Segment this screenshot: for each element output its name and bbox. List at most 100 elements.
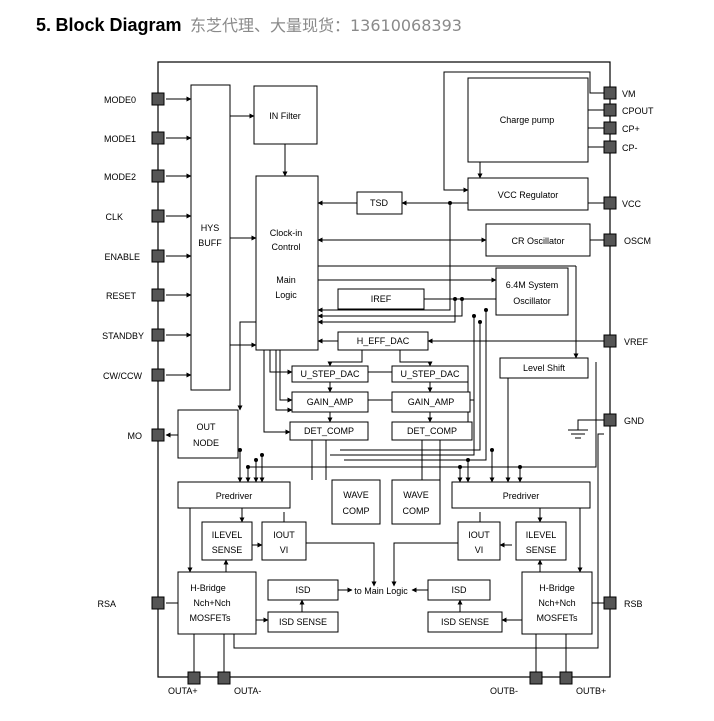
pin-oscm-label: OSCM bbox=[624, 236, 651, 246]
ilevel-sense-b-block: ILEVEL SENSE bbox=[515, 521, 567, 561]
svg-text:ISD SENSE: ISD SENSE bbox=[279, 617, 327, 627]
svg-text:VI: VI bbox=[475, 545, 484, 555]
pin-vcc bbox=[603, 196, 617, 210]
pin-vref-label: VREF bbox=[624, 337, 649, 347]
svg-text:Level Shift: Level Shift bbox=[523, 363, 566, 373]
iout-vi-a-block: IOUT VI bbox=[261, 521, 307, 561]
svg-text:Nch+Nch: Nch+Nch bbox=[193, 598, 230, 608]
gain-amp-b-block: GAIN_AMP bbox=[391, 391, 471, 413]
section-number: 5. bbox=[36, 15, 52, 35]
isd-sense-b-block: ISD SENSE bbox=[427, 611, 503, 633]
pin-outaplus-label: OUTA+ bbox=[168, 686, 198, 696]
pin-outbminus bbox=[529, 671, 543, 685]
iref-block: IREF bbox=[337, 288, 425, 310]
pin-outaminus bbox=[217, 671, 231, 685]
svg-text:IREF: IREF bbox=[371, 294, 392, 304]
isd-sense-a-block: ISD SENSE bbox=[267, 611, 339, 633]
svg-text:H-Bridge: H-Bridge bbox=[539, 583, 575, 593]
svg-text:SENSE: SENSE bbox=[212, 545, 243, 555]
hys-buff-block: HYS BUFF bbox=[190, 84, 231, 391]
pin-mode2-label: MODE2 bbox=[104, 172, 136, 182]
predriver-b-block: Predriver bbox=[451, 481, 591, 509]
svg-text:SENSE: SENSE bbox=[526, 545, 557, 555]
pin-vm bbox=[603, 86, 617, 100]
svg-text:ILEVEL: ILEVEL bbox=[212, 530, 243, 540]
svg-text:Main: Main bbox=[276, 275, 296, 285]
pin-rsa bbox=[151, 596, 165, 610]
clock-control-block: Clock-in Control Main Logic bbox=[255, 175, 319, 351]
cr-oscillator-block: CR Oscillator bbox=[485, 223, 591, 257]
pin-cwccw-label: CW/CCW bbox=[103, 371, 142, 381]
pin-cpplus bbox=[603, 121, 617, 135]
pin-gnd-label: GND bbox=[624, 416, 645, 426]
out-node-block: OUT NODE bbox=[177, 409, 239, 459]
svg-text:ISD SENSE: ISD SENSE bbox=[441, 617, 489, 627]
right-pins: VM CPOUT CP+ CP- VCC OSCM VREF GND RSB bbox=[603, 86, 654, 610]
svg-text:HYS: HYS bbox=[201, 223, 220, 233]
pin-mo bbox=[151, 428, 165, 442]
pin-oscm bbox=[603, 233, 617, 247]
svg-text:WAVE: WAVE bbox=[403, 490, 429, 500]
svg-text:IOUT: IOUT bbox=[273, 530, 295, 540]
junctions bbox=[238, 201, 522, 469]
svg-text:GAIN_AMP: GAIN_AMP bbox=[408, 397, 455, 407]
pin-mode2 bbox=[151, 169, 165, 183]
level-shift-block: Level Shift bbox=[499, 357, 589, 379]
pin-cwccw bbox=[151, 368, 165, 382]
svg-text:6.4M System: 6.4M System bbox=[506, 280, 559, 290]
wave-comp-a-block: WAVE COMP bbox=[331, 479, 381, 525]
svg-text:IN Filter: IN Filter bbox=[269, 111, 301, 121]
pin-mode1-label: MODE1 bbox=[104, 134, 136, 144]
pin-cpminus bbox=[603, 140, 617, 154]
svg-text:WAVE: WAVE bbox=[343, 490, 369, 500]
pin-rsb bbox=[603, 596, 617, 610]
det-comp-b-block: DET_COMP bbox=[391, 421, 473, 441]
svg-text:Oscillator: Oscillator bbox=[513, 296, 551, 306]
svg-text:Predriver: Predriver bbox=[216, 491, 253, 501]
svg-text:Nch+Nch: Nch+Nch bbox=[538, 598, 575, 608]
svg-text:Control: Control bbox=[271, 242, 300, 252]
pin-clk-label: CLK bbox=[105, 212, 123, 222]
isd-a-block: ISD bbox=[267, 579, 339, 601]
pin-vref bbox=[603, 334, 617, 348]
det-comp-a-block: DET_COMP bbox=[289, 421, 369, 441]
pin-gnd bbox=[603, 413, 617, 427]
pin-reset bbox=[151, 288, 165, 302]
iout-vi-b-block: IOUT VI bbox=[457, 521, 501, 561]
pin-clk bbox=[151, 209, 165, 223]
wave-comp-b-block: WAVE COMP bbox=[391, 479, 441, 525]
svg-text:Charge pump: Charge pump bbox=[500, 115, 555, 125]
title-subtitle: 东芝代理、大量现货：13610068393 bbox=[189, 16, 462, 35]
svg-text:U_STEP_DAC: U_STEP_DAC bbox=[300, 369, 360, 379]
u-step-dac-b-block: U_STEP_DAC bbox=[391, 365, 469, 383]
pin-cpminus-label: CP- bbox=[622, 143, 638, 153]
pin-vcc-label: VCC bbox=[622, 199, 642, 209]
svg-text:VCC Regulator: VCC Regulator bbox=[498, 190, 559, 200]
pin-outaplus bbox=[187, 671, 201, 685]
u-step-dac-a-block: U_STEP_DAC bbox=[291, 365, 369, 383]
predriver-a-block: Predriver bbox=[177, 481, 291, 509]
pin-mode0 bbox=[151, 92, 165, 106]
pin-rsb-label: RSB bbox=[624, 599, 643, 609]
ilevel-sense-a-block: ILEVEL SENSE bbox=[201, 521, 253, 561]
h-eff-dac-block: H_EFF_DAC bbox=[337, 331, 429, 351]
section-title: Block Diagram bbox=[55, 15, 182, 35]
pin-reset-label: RESET bbox=[106, 291, 137, 301]
svg-text:MOSFETs: MOSFETs bbox=[536, 613, 578, 623]
left-pins: MODE0 MODE1 MODE2 CLK ENABLE RESET STAND… bbox=[97, 92, 165, 610]
to-main-logic-label: to Main Logic bbox=[354, 586, 408, 596]
vcc-regulator-block: VCC Regulator bbox=[467, 177, 589, 211]
tsd-block: TSD bbox=[356, 191, 403, 215]
svg-text:U_STEP_DAC: U_STEP_DAC bbox=[400, 369, 460, 379]
svg-text:H-Bridge: H-Bridge bbox=[190, 583, 226, 593]
svg-text:GAIN_AMP: GAIN_AMP bbox=[307, 397, 354, 407]
hbridge-b-block: H-Bridge Nch+Nch MOSFETs bbox=[521, 571, 593, 635]
pin-standby bbox=[151, 328, 165, 342]
svg-text:DET_COMP: DET_COMP bbox=[407, 426, 457, 436]
svg-text:OUT: OUT bbox=[197, 422, 217, 432]
system-oscillator-block: 6.4M System Oscillator bbox=[495, 267, 569, 316]
svg-text:TSD: TSD bbox=[370, 198, 389, 208]
pin-mo-label: MO bbox=[128, 431, 143, 441]
pin-outaminus-label: OUTA- bbox=[234, 686, 261, 696]
hbridge-a-block: H-Bridge Nch+Nch MOSFETs bbox=[177, 571, 257, 635]
